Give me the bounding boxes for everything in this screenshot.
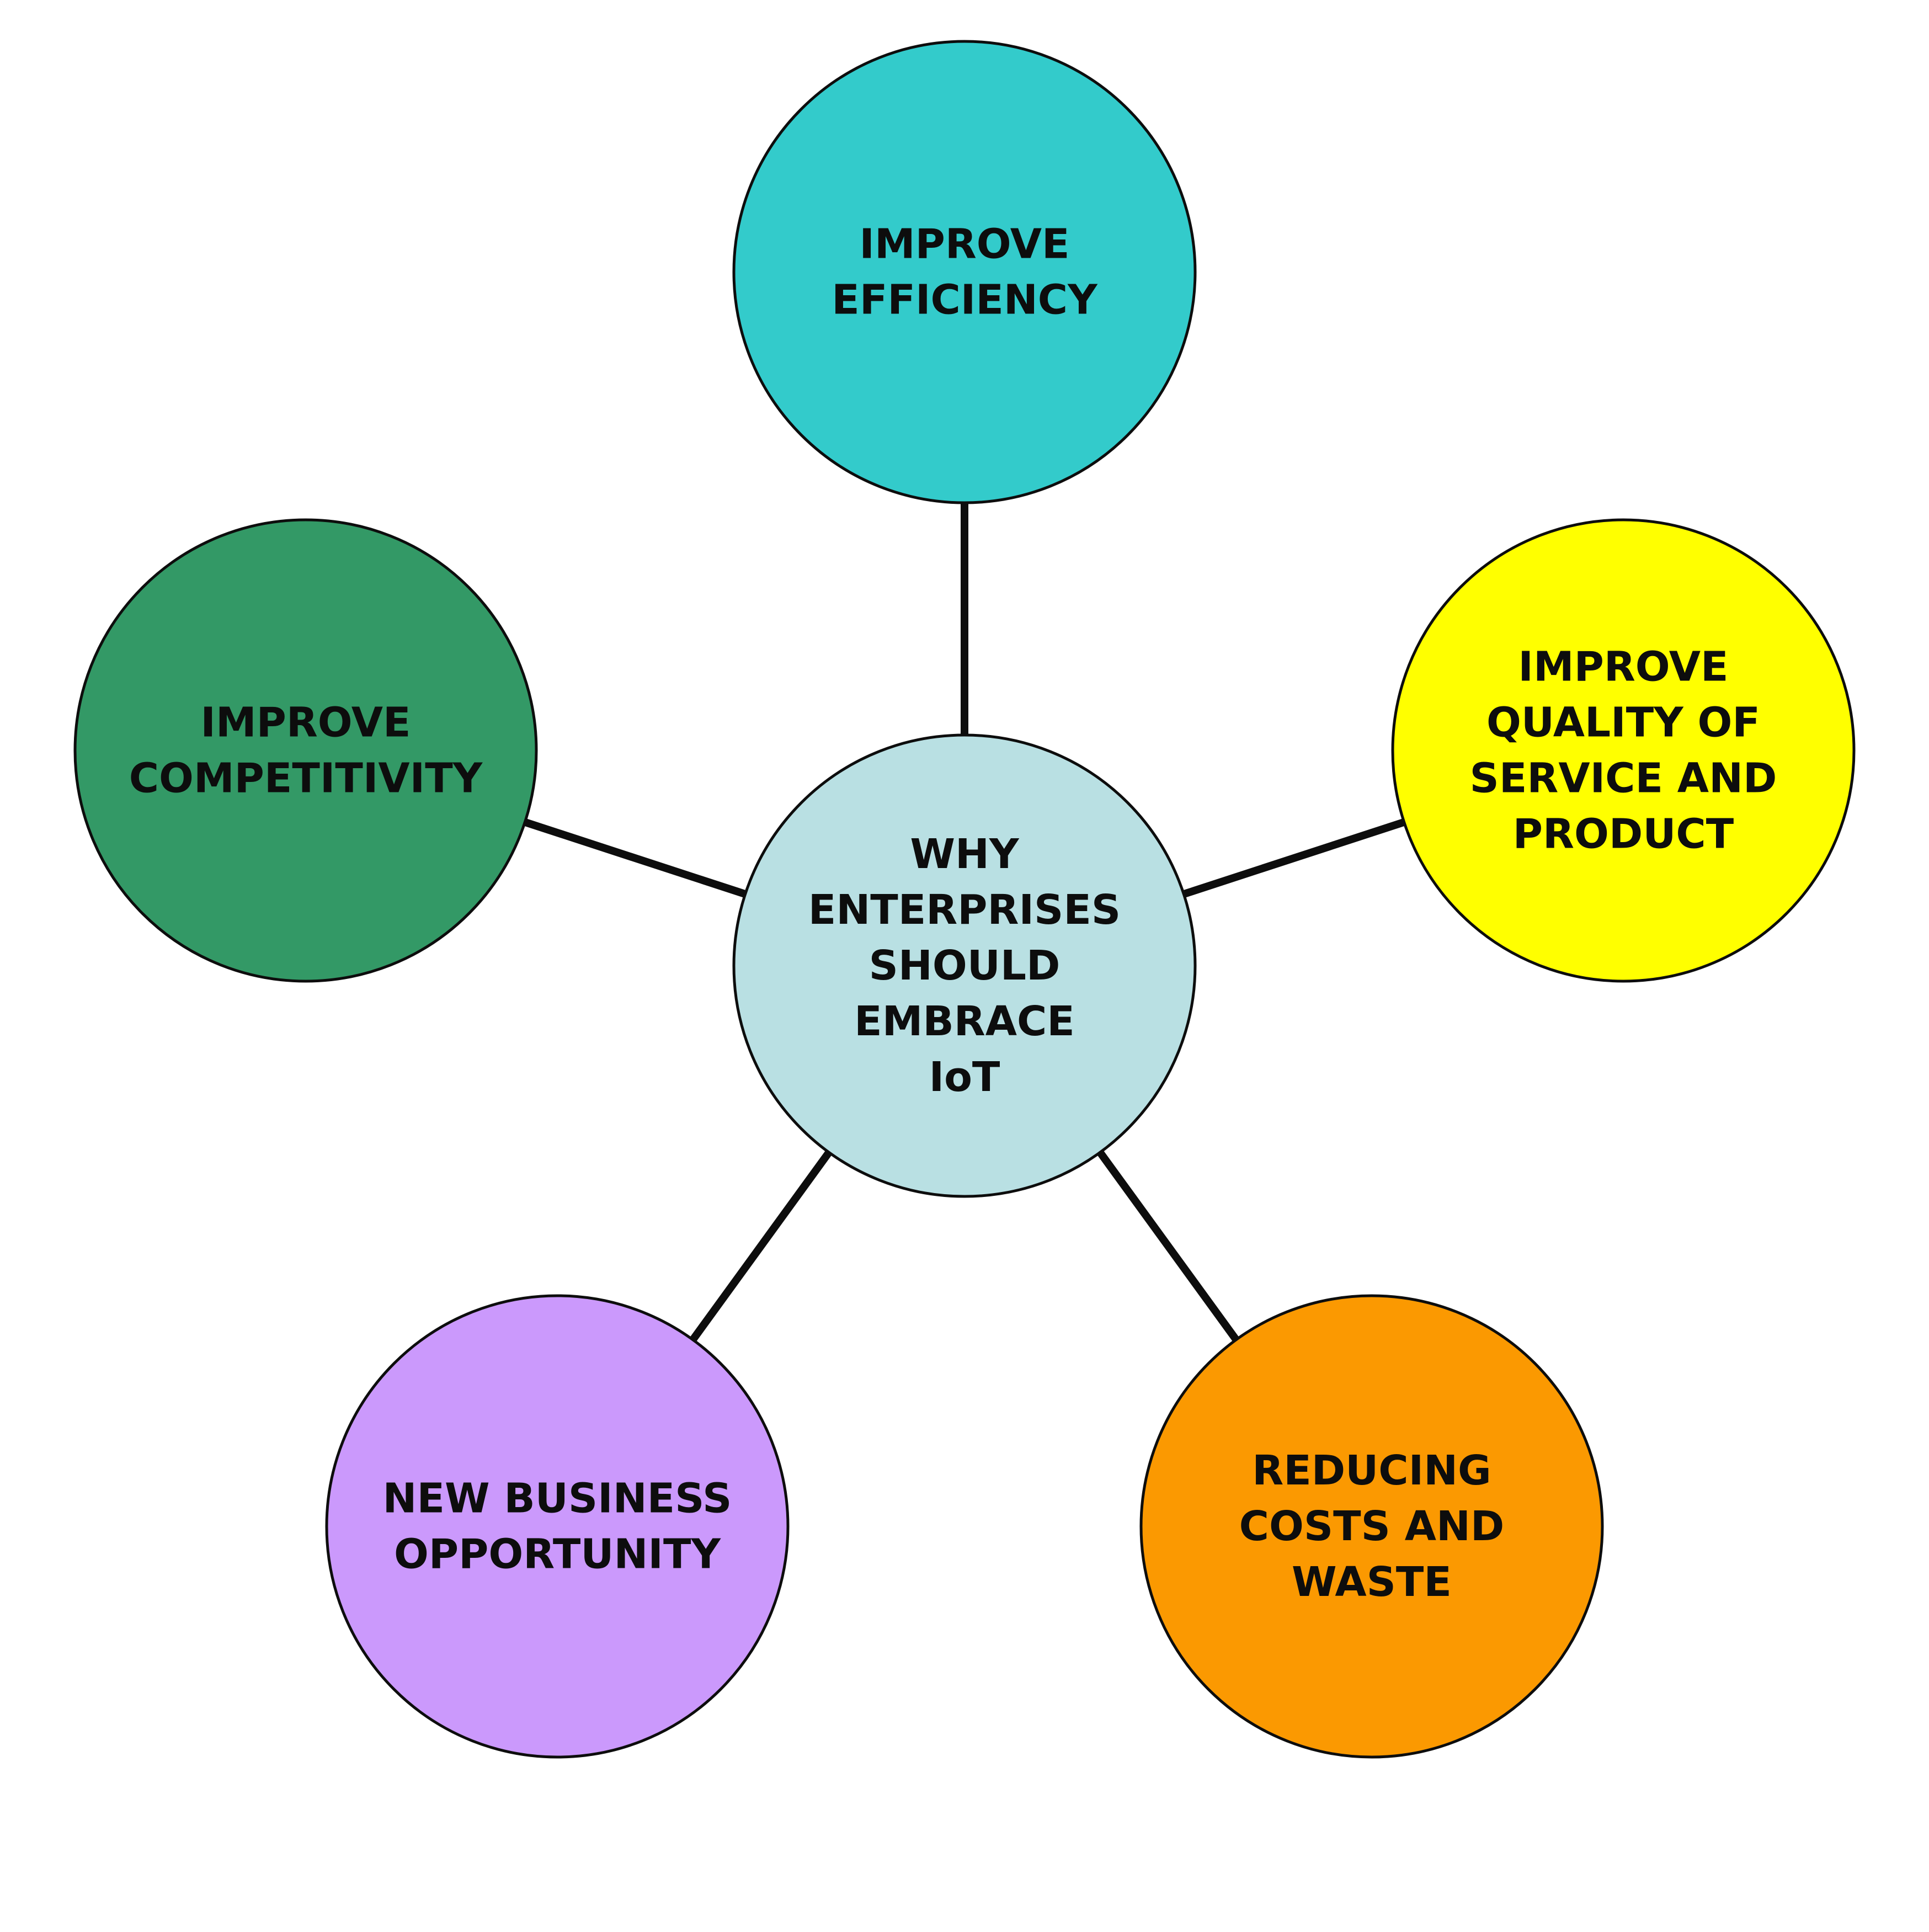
node-quality-label-line: IMPROVE: [1518, 643, 1728, 691]
node-quality-label-line: SERVICE AND: [1470, 755, 1777, 802]
node-competitivity: IMPROVE COMPETITIVITY: [73, 518, 538, 983]
node-quality: IMPROVE QUALITY OF SERVICE AND PRODUCT: [1391, 518, 1856, 983]
node-costs-label-line: WASTE: [1292, 1558, 1452, 1606]
node-business-circle: [325, 1294, 790, 1759]
node-efficiency-label-line: IMPROVE: [859, 221, 1069, 268]
node-efficiency-label-line: EFFICIENCY: [832, 276, 1098, 324]
node-costs-label-line: COSTS AND: [1239, 1503, 1505, 1550]
node-costs-label-line: REDUCING: [1252, 1447, 1491, 1494]
node-business-label-line: NEW BUSINESS: [383, 1475, 732, 1523]
center-node: WHY ENTERPRISES SHOULD EMBRACE IoT: [732, 733, 1197, 1198]
node-quality-label-line: PRODUCT: [1513, 811, 1734, 858]
node-costs: REDUCING COSTS AND WASTE: [1139, 1294, 1604, 1759]
center-node-label-line: ENTERPRISES: [808, 886, 1121, 934]
node-competitivity-label-line: COMPETITIVITY: [129, 755, 483, 802]
node-business: NEW BUSINESS OPPORTUNITY: [325, 1294, 790, 1759]
connector-quality: [1182, 818, 1405, 898]
node-efficiency: IMPROVE EFFICIENCY: [732, 40, 1197, 504]
center-node-label-line: WHY: [910, 831, 1020, 878]
connector-business: [689, 1150, 833, 1342]
node-business-label-line: OPPORTUNITY: [394, 1531, 721, 1578]
node-competitivity-label-line: IMPROVE: [200, 699, 411, 747]
center-node-label-line: EMBRACE: [854, 998, 1075, 1045]
center-node-circle: [732, 733, 1197, 1198]
node-competitivity-circle: [73, 518, 538, 983]
node-efficiency-circle: [732, 40, 1197, 504]
node-costs-circle: [1139, 1294, 1604, 1759]
node-quality-circle: [1391, 518, 1856, 983]
node-quality-label-line: QUALITY OF: [1486, 699, 1760, 747]
connector-costs: [1096, 1150, 1240, 1342]
nodes: WHY ENTERPRISES SHOULD EMBRACE IoT IMPROVE EFF…: [73, 40, 1856, 1759]
connectors: [524, 503, 1405, 1342]
center-node-label-line: SHOULD: [869, 942, 1061, 989]
connector-competitivity: [524, 818, 747, 898]
center-node-label-line: IoT: [929, 1053, 1000, 1101]
